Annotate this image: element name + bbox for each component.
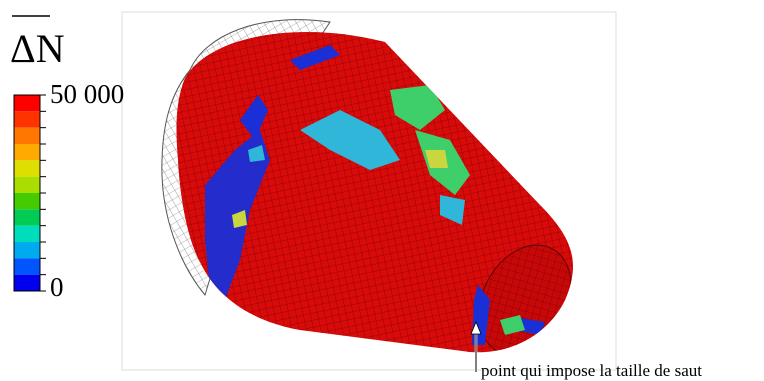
- legend-swatch: [14, 176, 40, 193]
- annotation-label: point qui impose la taille de saut: [481, 361, 702, 380]
- legend-swatch: [14, 111, 40, 128]
- legend-swatch: [14, 127, 40, 144]
- legend-swatch: [14, 258, 40, 275]
- legend-min-label: 0: [50, 272, 64, 302]
- legend-swatch: [14, 274, 40, 291]
- legend-swatch: [14, 95, 40, 112]
- legend-max-label: 50 000: [50, 79, 124, 109]
- color-legend: ΔN 50 000 0: [10, 15, 124, 302]
- legend-swatches: [13, 94, 46, 292]
- legend-swatch: [14, 193, 40, 210]
- annotation: point qui impose la taille de saut: [470, 320, 702, 380]
- legend-swatch: [14, 225, 40, 242]
- legend-title: ΔN: [10, 26, 65, 71]
- legend-border: [13, 94, 41, 292]
- legend-swatch: [14, 242, 40, 259]
- legend-swatch: [14, 144, 40, 161]
- annotation-arrowhead: [470, 320, 482, 335]
- legend-swatch: [14, 209, 40, 226]
- legend-swatch: [14, 160, 40, 177]
